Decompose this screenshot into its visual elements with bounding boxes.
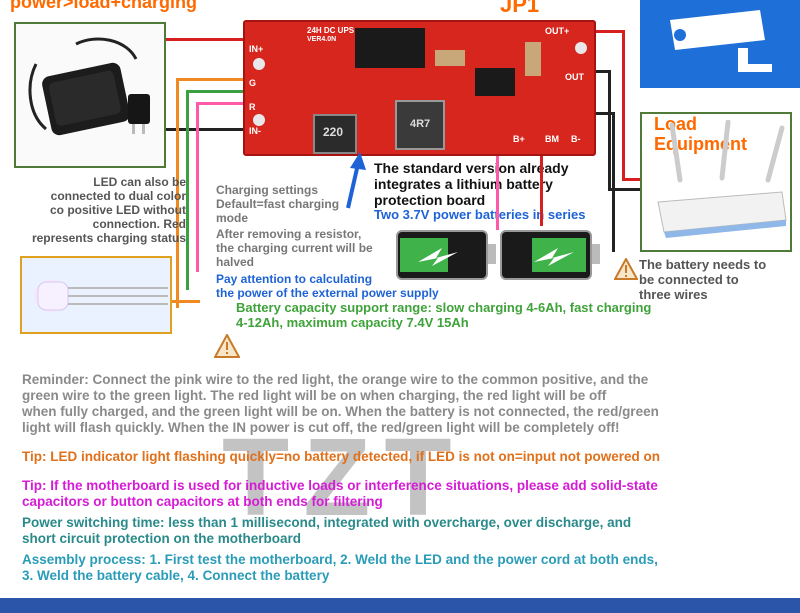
wire-led-green-h	[186, 90, 244, 93]
warning-icon-2	[214, 334, 240, 358]
power-adapter-icon	[28, 37, 150, 136]
inductor-text: 220	[323, 125, 344, 139]
led-panel	[20, 256, 172, 334]
standard-version-3: protection board	[374, 192, 486, 208]
watermark-logo: TZT	[222, 416, 466, 539]
charging-settings-6: halved	[216, 255, 255, 269]
assembly-1: Assembly process: 1. First test the moth…	[22, 552, 658, 567]
wire-battery-red	[540, 156, 543, 226]
tip-motherboard-1: Tip: If the motherboard is used for indu…	[22, 478, 658, 493]
charging-settings-2: Default=fast charging	[216, 197, 340, 211]
security-camera-icon	[670, 10, 772, 72]
wire-adapter-black	[166, 128, 244, 131]
version-text: VER4.0N	[307, 36, 337, 43]
pin-out-plus: OUT+	[545, 26, 570, 36]
charging-settings-3: mode	[216, 211, 249, 225]
pay-attention-1: Pay attention to calculating	[216, 272, 373, 286]
wire-out-black-v	[608, 70, 611, 190]
arrow-up-icon	[346, 152, 366, 209]
terminal-right	[575, 42, 587, 54]
wire-led-orange	[176, 78, 179, 308]
battery-connect-3: three wires	[639, 287, 708, 302]
wire-out-black	[596, 70, 610, 73]
tip-motherboard-2: capacitors or button capacitors at both …	[22, 494, 383, 509]
tip-led: Tip: LED indicator light flashing quickl…	[22, 449, 661, 464]
chip-u2	[475, 68, 515, 96]
pin-b-minus: B-	[571, 134, 581, 144]
battery-icon	[400, 238, 458, 272]
assembly-2: 3. Weld the battery cable, 4. Connect th…	[22, 568, 330, 583]
pin-in-minus: IN-	[249, 126, 261, 136]
charging-settings-4: After removing a resistor,	[216, 227, 362, 241]
capacitor-2	[525, 42, 541, 76]
led-note-4: connection. Red	[92, 217, 186, 231]
charging-settings-1: Charging settings	[216, 183, 319, 197]
reminder-3: when fully charged, and the green light …	[22, 404, 659, 419]
switching-2: short circuit protection on the motherbo…	[22, 531, 302, 546]
wire-led-pink	[196, 102, 199, 272]
capacitor-1	[435, 50, 465, 66]
reminder-4: light will flash quickly. When the IN po…	[22, 420, 620, 435]
wire-led-green	[186, 90, 189, 290]
standard-version-1: The standard version already	[374, 160, 569, 176]
pin-bm: BM	[545, 134, 559, 144]
wire-out-black-h2	[608, 188, 640, 191]
pin-r: R	[249, 102, 256, 112]
terminal-left-2	[253, 114, 265, 126]
battery-terminal-2	[592, 244, 600, 264]
inductor	[313, 114, 357, 154]
wire-led-join	[170, 300, 200, 303]
reminder-1: Reminder: Connect the pink wire to the r…	[22, 372, 649, 387]
wire-out-red	[596, 30, 624, 33]
pin-out: OUT	[565, 72, 584, 82]
capacity-2: 4-12Ah, maximum capacity 7.4V 15Ah	[236, 315, 469, 330]
wire-led-orange-h	[176, 78, 244, 81]
power-adapter-panel	[14, 22, 166, 168]
warning-icon	[614, 258, 638, 280]
wire-battery-pink	[496, 156, 499, 230]
camera-panel	[640, 0, 800, 88]
battery-connect-2: be connected to	[639, 272, 739, 287]
led-note-3: co positive LED without	[49, 203, 186, 217]
battery-1	[396, 230, 488, 280]
wire-battery-black	[596, 112, 614, 115]
footer-bar	[0, 598, 800, 613]
pin-in-plus: IN+	[249, 44, 264, 54]
page-title: power>load+charging	[10, 0, 198, 12]
wire-adapter-red	[166, 38, 244, 41]
router-icon	[657, 120, 787, 238]
reminder-2: green wire to the green light. The red l…	[22, 388, 607, 403]
battery-icon-2	[532, 238, 586, 272]
wire-led-pink-h	[196, 102, 244, 105]
load-equipment-label-1: Load	[654, 114, 697, 134]
led-note-1: LED can also be	[93, 175, 186, 189]
board-label: JP1	[500, 0, 540, 17]
switching-1: Power switching time: less than 1 millis…	[22, 515, 632, 530]
charging-settings-5: the charging current will be	[216, 241, 373, 255]
led-note-2: connected to dual color	[50, 189, 186, 203]
power-ic	[395, 100, 445, 150]
led-icon	[34, 280, 168, 312]
chip-text: 24H DC UPS	[307, 26, 355, 35]
capacity-1: Battery capacity support range: slow cha…	[236, 300, 652, 315]
ic-text: 4R7	[410, 118, 431, 130]
terminal-left	[253, 58, 265, 70]
pin-b-plus: B+	[513, 134, 525, 144]
pin-g: G	[249, 78, 257, 88]
wire-out-red-v	[622, 30, 625, 180]
battery-connect-1: The battery needs to	[639, 257, 767, 272]
two-batteries-label: Two 3.7V power batteries in series	[374, 207, 586, 222]
led-note-5: represents charging status	[31, 231, 186, 245]
ups-circuit-board: IN+ G R IN- 24H DC UPS VER4.0N OUT+ OUT …	[243, 20, 596, 156]
battery-terminal-1	[488, 244, 496, 264]
standard-version-2: integrates a lithium battery	[374, 176, 553, 192]
pay-attention-2: the power of the external power supply	[216, 286, 439, 300]
chip-u1	[355, 28, 425, 68]
wire-out-red-h2	[622, 178, 640, 181]
battery-2	[500, 230, 592, 280]
wire-battery-black-v	[612, 112, 615, 252]
